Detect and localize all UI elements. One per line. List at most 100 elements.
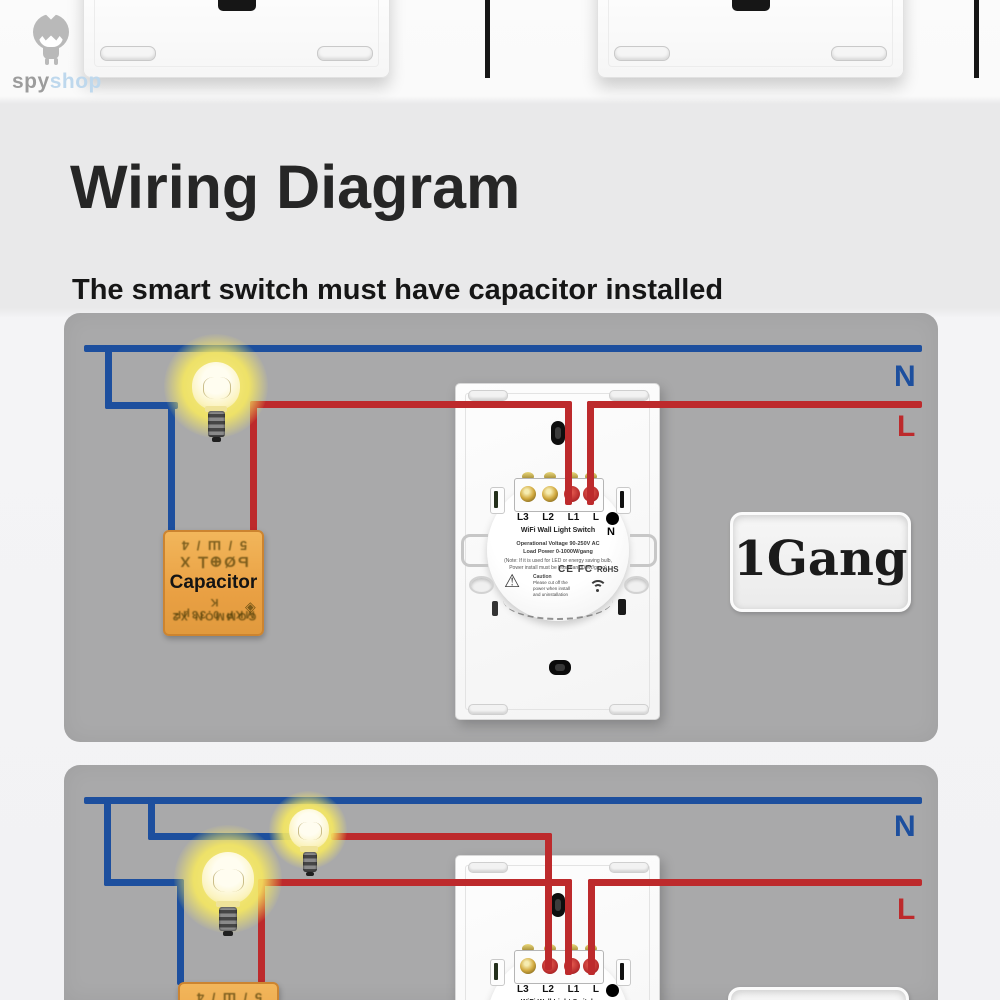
photo-divider-line [485,0,490,78]
plate-inner-outline [465,393,650,710]
terminal-screw-L2 [542,486,558,502]
caution-icon: ⚠ [504,571,521,591]
gang-count-box-partial [728,987,909,1000]
capacitor-label: Capacitor [169,572,258,593]
mounting-slot [614,46,670,61]
terminal-screw-L3 [520,486,536,502]
bulb-filament [297,821,322,840]
mounting-tab [609,704,649,715]
live-wire-right [588,879,922,886]
brand-shop: shop [49,70,102,93]
screw-head [522,472,534,481]
mounting-tab [468,704,508,715]
live-wire-to-L1 [565,401,572,505]
certification-marks: CE FC RoHS [558,564,619,575]
side-connector [616,487,631,514]
plate-inner-outline [465,865,650,1000]
screw-head [522,944,534,953]
brand-wordmark: spyshop [12,70,102,94]
mascot-notch [45,8,57,20]
n-terminal-dot [606,984,619,997]
ce-mark: CE [558,564,574,575]
terminal-labels: L3 L2 L1 L [514,984,602,995]
live-wire-to-capacitor [258,879,265,983]
terminal-labels: L3 L2 L1 L [514,512,602,523]
screw-head [544,472,556,481]
page-title: Wiring Diagram [70,153,521,221]
capacitor-marking: 5 / Ш / 4 [179,538,248,553]
caution-title: Caution [533,574,552,580]
neutral-wire-branch [104,879,184,886]
terminal-label-L: L [592,512,599,523]
mascot-body [43,48,59,59]
plate-inner-outline [608,0,893,67]
plate-inner-outline [94,0,379,67]
terminal-label-L1: L1 [567,984,580,995]
capacitor-logo-icon: ◈ [245,601,256,617]
neutral-wire-drop [105,345,112,409]
terminal-label-L3: L3 [517,512,529,523]
fcc-mark: FC [577,564,594,575]
bulb-glass [289,809,329,849]
bulb-contact-tip [212,437,221,442]
mascot-smile [39,35,63,47]
wall-switch-back-photo-right [597,0,904,78]
neutral-wire-to-capacitor [168,402,175,536]
device-note-line1: (Note: If it is used for LED or energy s… [504,558,612,564]
mascot-leg [54,58,58,65]
side-connector [490,487,505,514]
bulb-glass [192,362,240,410]
smart-switch-back: L3 L2 L1 L N WiFi Wall Light Switch Oper… [455,383,660,720]
live-label: L [897,893,916,926]
neutral-label: N [894,810,916,843]
device-spec-power: Load Power 0-1000W/gang [523,549,593,555]
screw-head [566,472,578,481]
gang-count-box: 1Gang [730,512,911,612]
caution-line: power when install [533,586,571,591]
connector-slot-icon [217,0,256,11]
bulb-screw-base [208,411,225,437]
mounting-tab [609,390,649,401]
live-wire-upper [331,833,552,840]
live-wire-to-L1 [565,879,572,975]
screw-hole [469,576,494,594]
diagram-panel-2gang: 5 / Ш / 4 ЬØ⊕ꓕ X Capacitor L3 L2 L1 [64,765,938,1000]
device-note-line2: Power install must be less than 300W/gan… [509,565,607,571]
caution-line: and uninstallation [533,592,569,597]
terminal-label-L: L [592,984,599,995]
neutral-wire-top [84,345,922,352]
neutral-label: N [894,360,916,393]
module-dashed-rim [503,580,613,620]
terminal-screw-L3 [520,958,536,974]
bulb-contact-tip [306,872,314,876]
terminal-label-L3: L3 [517,984,529,995]
mascot-leg [45,58,49,65]
wifi-icon [589,580,607,594]
bulb-glass [202,852,254,904]
n-terminal-label: N [607,526,615,538]
mounting-slot [317,46,373,61]
side-clip [630,534,657,567]
mounting-slot [100,46,156,61]
screw-hole [624,576,649,594]
page-subtitle: The smart switch must have capacitor ins… [72,274,724,306]
capacitor-marking: 5 / Ш / 4 [194,990,263,1000]
live-wire-to-L2 [545,833,552,970]
neutral-wire-top [84,797,922,804]
caution-line: Please cut off the [533,580,568,585]
device-spec-voltage: Operational Voltage 90-250V AC [516,541,600,547]
device-title: WiFi Wall Light Switch [520,527,596,534]
bulb-filament [202,377,231,399]
clip-slot-icon [551,893,565,917]
wall-switch-back-photo-left [83,0,390,78]
bulb-filament [213,868,245,893]
side-bar [492,601,498,616]
mounting-tab [609,862,649,873]
side-clip [461,534,488,567]
bulb-contact-tip [223,931,233,936]
mascot-icon [33,8,69,50]
bulb-neck [300,846,318,852]
bulb-neck [205,406,227,412]
clip-slot-icon [549,660,571,675]
